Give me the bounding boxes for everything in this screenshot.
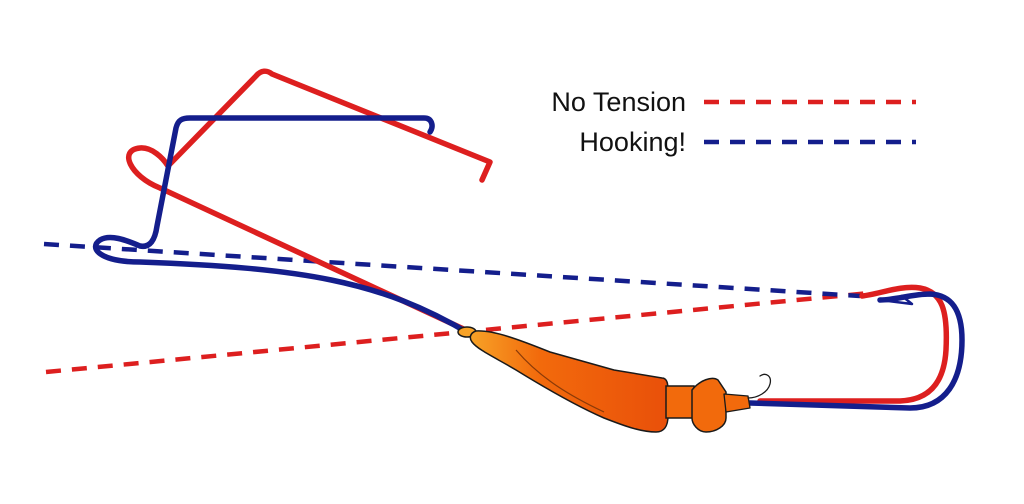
legend-item-no-tension: No Tension <box>551 87 916 117</box>
hooking-wire <box>92 115 473 337</box>
legend-label-no-tension: No Tension <box>551 87 686 117</box>
eyelet-curl <box>747 373 772 399</box>
lure-skirt <box>691 377 727 433</box>
no-tension-dashed-line <box>45 290 871 375</box>
lure-body <box>469 330 669 433</box>
legend-item-hooking: Hooking! <box>579 127 916 157</box>
no-tension-wire <box>126 68 493 335</box>
no-tension-hook <box>757 284 950 404</box>
lure-tail <box>723 393 751 413</box>
hooking-hook <box>747 291 965 411</box>
lure-crease <box>515 349 605 413</box>
hook-barb <box>878 294 914 306</box>
lure-collar <box>665 385 695 419</box>
hooking-dashed-line <box>43 241 861 299</box>
legend: No Tension Hooking! <box>551 87 916 157</box>
legend-label-hooking: Hooking! <box>579 127 686 157</box>
